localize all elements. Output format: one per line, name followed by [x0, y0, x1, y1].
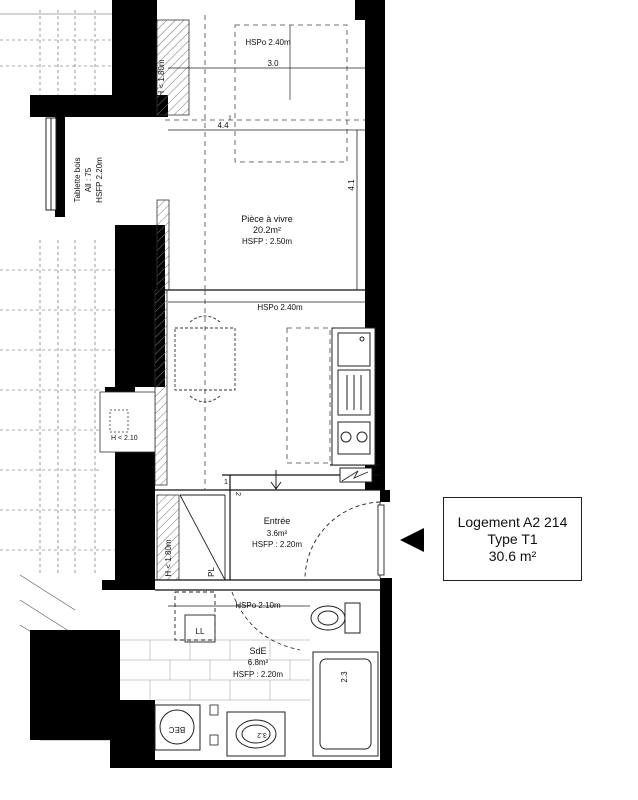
height-limit-bottom: H < 1.80m: [164, 539, 173, 576]
toilet: [310, 602, 361, 634]
pl-label: PL: [207, 567, 216, 577]
unit-reference: Logement A2 214: [457, 513, 568, 530]
hspo-top-label: HSPo 2.40m: [245, 38, 291, 47]
dim-1-label: 1: [224, 479, 228, 486]
dining-table: [174, 315, 236, 403]
electrical-panel: [341, 470, 369, 482]
dim-30-label: 3.0: [267, 59, 279, 68]
dim-2-label: 2: [234, 492, 241, 496]
hatched-wall-top: [156, 19, 190, 116]
hspo-mid-label: HSPo 2.40m: [257, 303, 303, 312]
dim-44-label: 4.4: [217, 121, 229, 130]
ll-label: LL: [196, 627, 205, 636]
unit-area: 30.6 m²: [488, 547, 537, 564]
dim-23-label: 2.3: [340, 671, 349, 683]
entry-closet: [179, 494, 226, 581]
tablette-line-1: Tablette bois: [73, 158, 82, 203]
entry-name: Entrée: [264, 516, 291, 526]
entry-area: 3.6m²: [267, 529, 288, 538]
hatched-wall-left: [156, 199, 170, 291]
dim-32-label: 3.2: [257, 731, 267, 738]
height-limit-top: H < 1.80m: [157, 59, 166, 96]
dim-41-label: 4.1: [347, 179, 356, 191]
bathroom-height: HSFP : 2.20m: [233, 670, 283, 679]
bathroom-area: 6.8m²: [248, 658, 269, 667]
bec-label: BEC: [169, 725, 186, 734]
hspo-sde-label: HSPo 2.10m: [235, 601, 281, 610]
pipes: [209, 704, 219, 746]
window-left: [45, 117, 57, 211]
living-name: Pièce à vivre: [241, 214, 293, 224]
washing-machine: [174, 591, 216, 643]
sink: [226, 711, 286, 757]
hatched-wall-mid: [154, 289, 168, 486]
unit-type: Type T1: [487, 530, 538, 547]
dimension-lines: [168, 67, 365, 750]
tablette-line-3: HSFP 2.20m: [95, 157, 104, 203]
bathroom-name: SdE: [249, 646, 266, 656]
living-area: 20.2m²: [253, 225, 281, 235]
tablette-line-2: All : 75: [84, 167, 93, 192]
height-limit-small: H < 2.10: [111, 435, 138, 442]
pointer-arrow-head: [270, 481, 282, 490]
dashed-overlays: [165, 15, 365, 490]
walls: [30, 0, 392, 768]
window-small: [99, 391, 156, 453]
entrance-arrow-icon: [400, 528, 424, 552]
kitchen: [331, 327, 376, 483]
bathroom-door: [231, 591, 301, 651]
boiler: [154, 704, 201, 751]
bathtub: [312, 651, 379, 757]
living-height: HSFP : 2.50m: [242, 237, 292, 246]
unit-info-box: Logement A2 214 Type T1 30.6 m²: [443, 497, 582, 581]
entry-door: [304, 501, 385, 579]
entry-height: HSFP : 2.20m: [252, 540, 302, 549]
